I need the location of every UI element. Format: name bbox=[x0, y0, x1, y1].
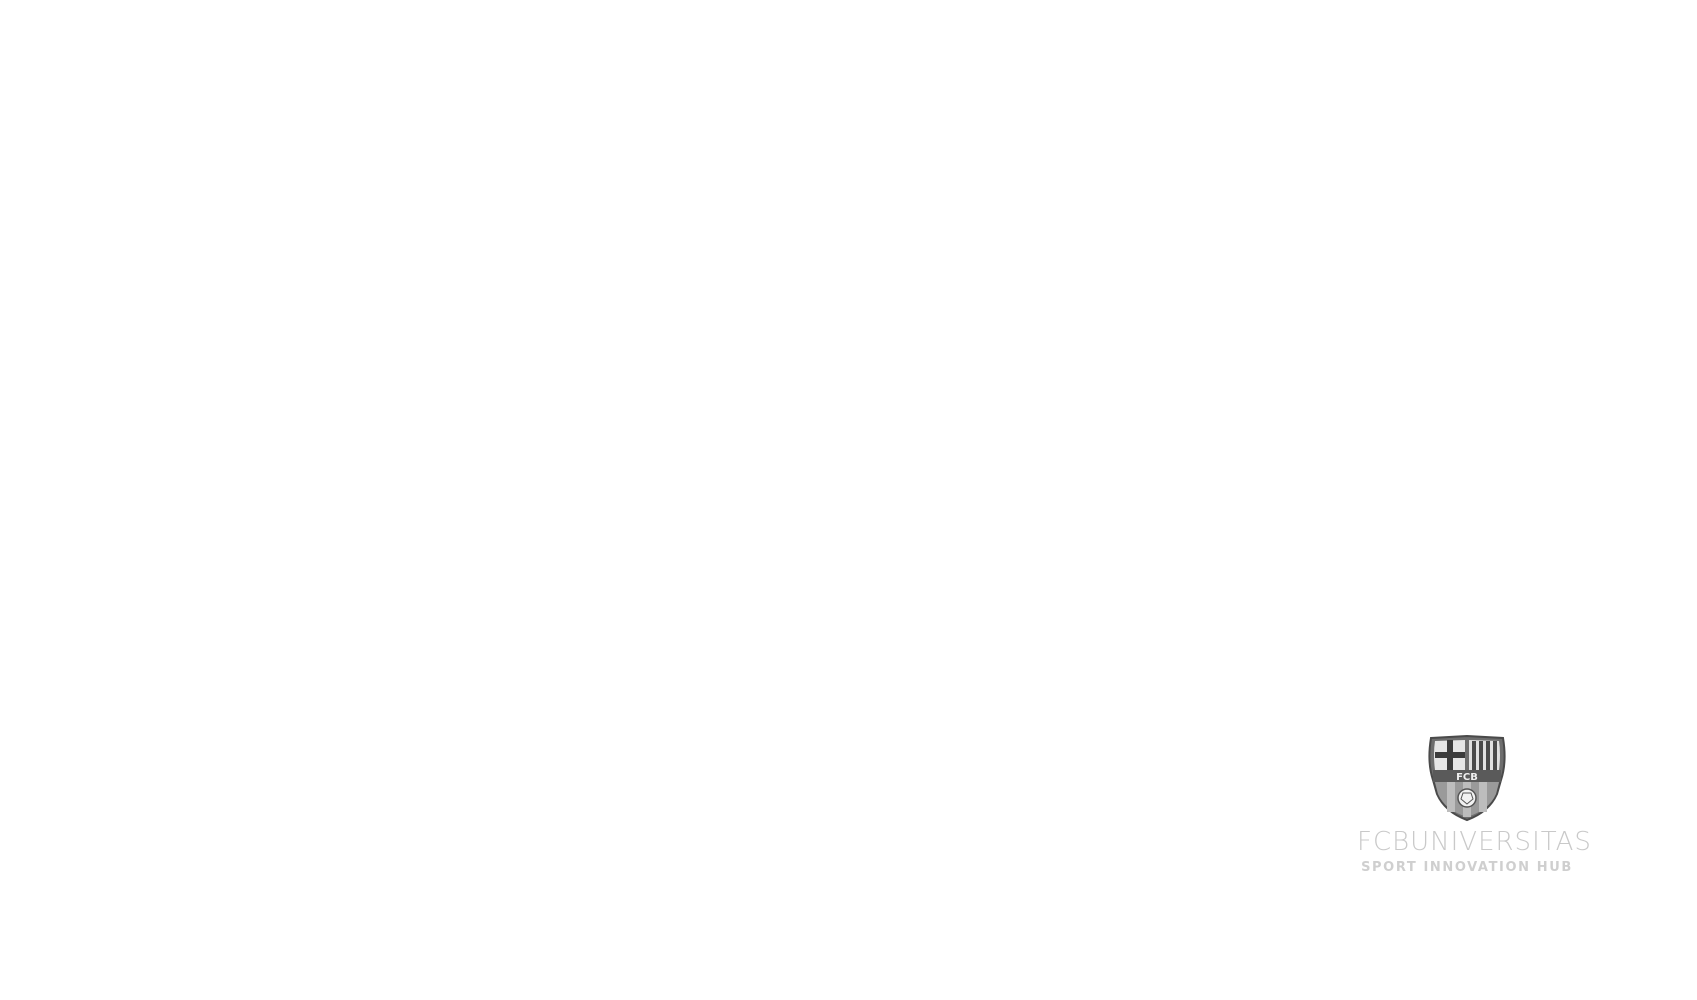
wordmark: FCBUNIVERSITAS bbox=[1357, 827, 1592, 857]
crest-text: FCB bbox=[1456, 772, 1478, 783]
tagline: SPORT INNOVATION HUB bbox=[1361, 860, 1573, 875]
fcb-crest-icon: FCB bbox=[1428, 734, 1506, 822]
fcb-universitas-logo: FCB FCBUNIVERSITAS SPORT INNOVATION HUB bbox=[1357, 732, 1592, 882]
